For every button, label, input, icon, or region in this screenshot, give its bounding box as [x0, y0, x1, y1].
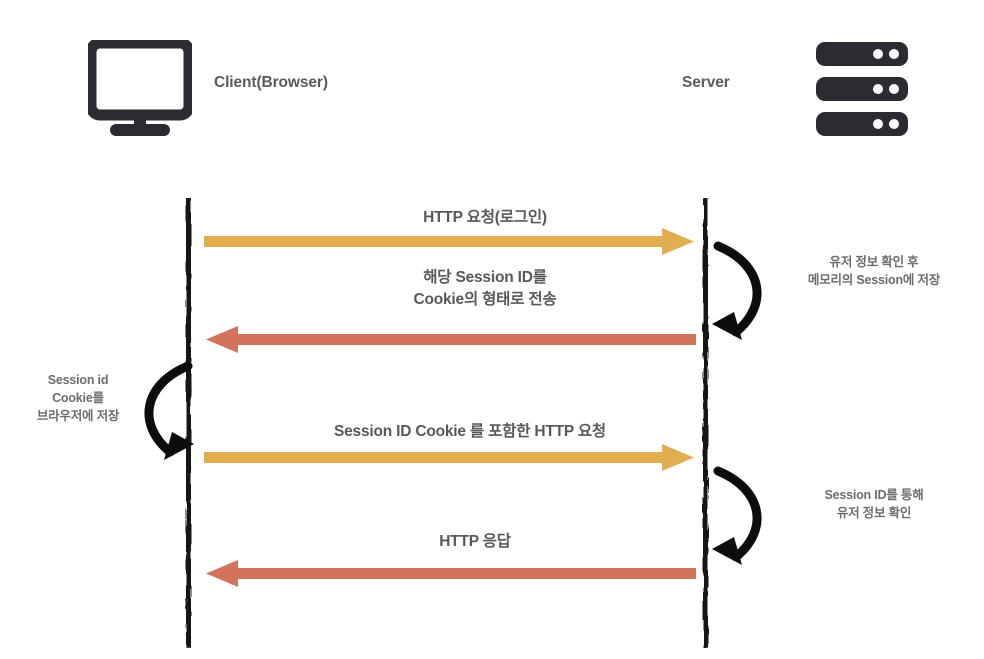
server-processing-curve-arrow-1	[700, 238, 780, 355]
message-arrow-http-response	[204, 560, 696, 593]
server-processing-curve-arrow-2	[700, 463, 780, 580]
message-arrow-http-request-with-cookie	[204, 444, 696, 477]
client-actor-label: Client(Browser)	[214, 74, 328, 91]
server-actor-label: Server	[682, 74, 730, 91]
note-server-verify-session: Session ID를 통해 유저 정보 확인	[824, 488, 924, 521]
note-server-store-session: 유저 정보 확인 후 메모리의 Session에 저장	[807, 255, 941, 288]
server-lifeline	[701, 198, 710, 648]
note-client-store-cookie: Session id Cookie를 브라우저에 저장	[36, 373, 120, 424]
monitor-icon	[85, 37, 195, 138]
client-processing-curve-arrow	[126, 358, 206, 475]
message-label-http-response: HTTP 응답	[439, 533, 511, 550]
client-lifeline	[184, 198, 193, 648]
message-label-http-request-login: HTTP 요청(로그인)	[423, 209, 547, 226]
server-rack-icon	[816, 42, 908, 136]
message-label-session-id-cookie-response: 해당 Session ID를 Cookie의 형태로 전송	[413, 269, 557, 308]
message-label-http-request-with-cookie: Session ID Cookie 를 포함한 HTTP 요청	[333, 423, 606, 440]
message-arrow-session-id-cookie-response	[204, 326, 696, 359]
message-arrow-http-request-login	[204, 228, 696, 261]
